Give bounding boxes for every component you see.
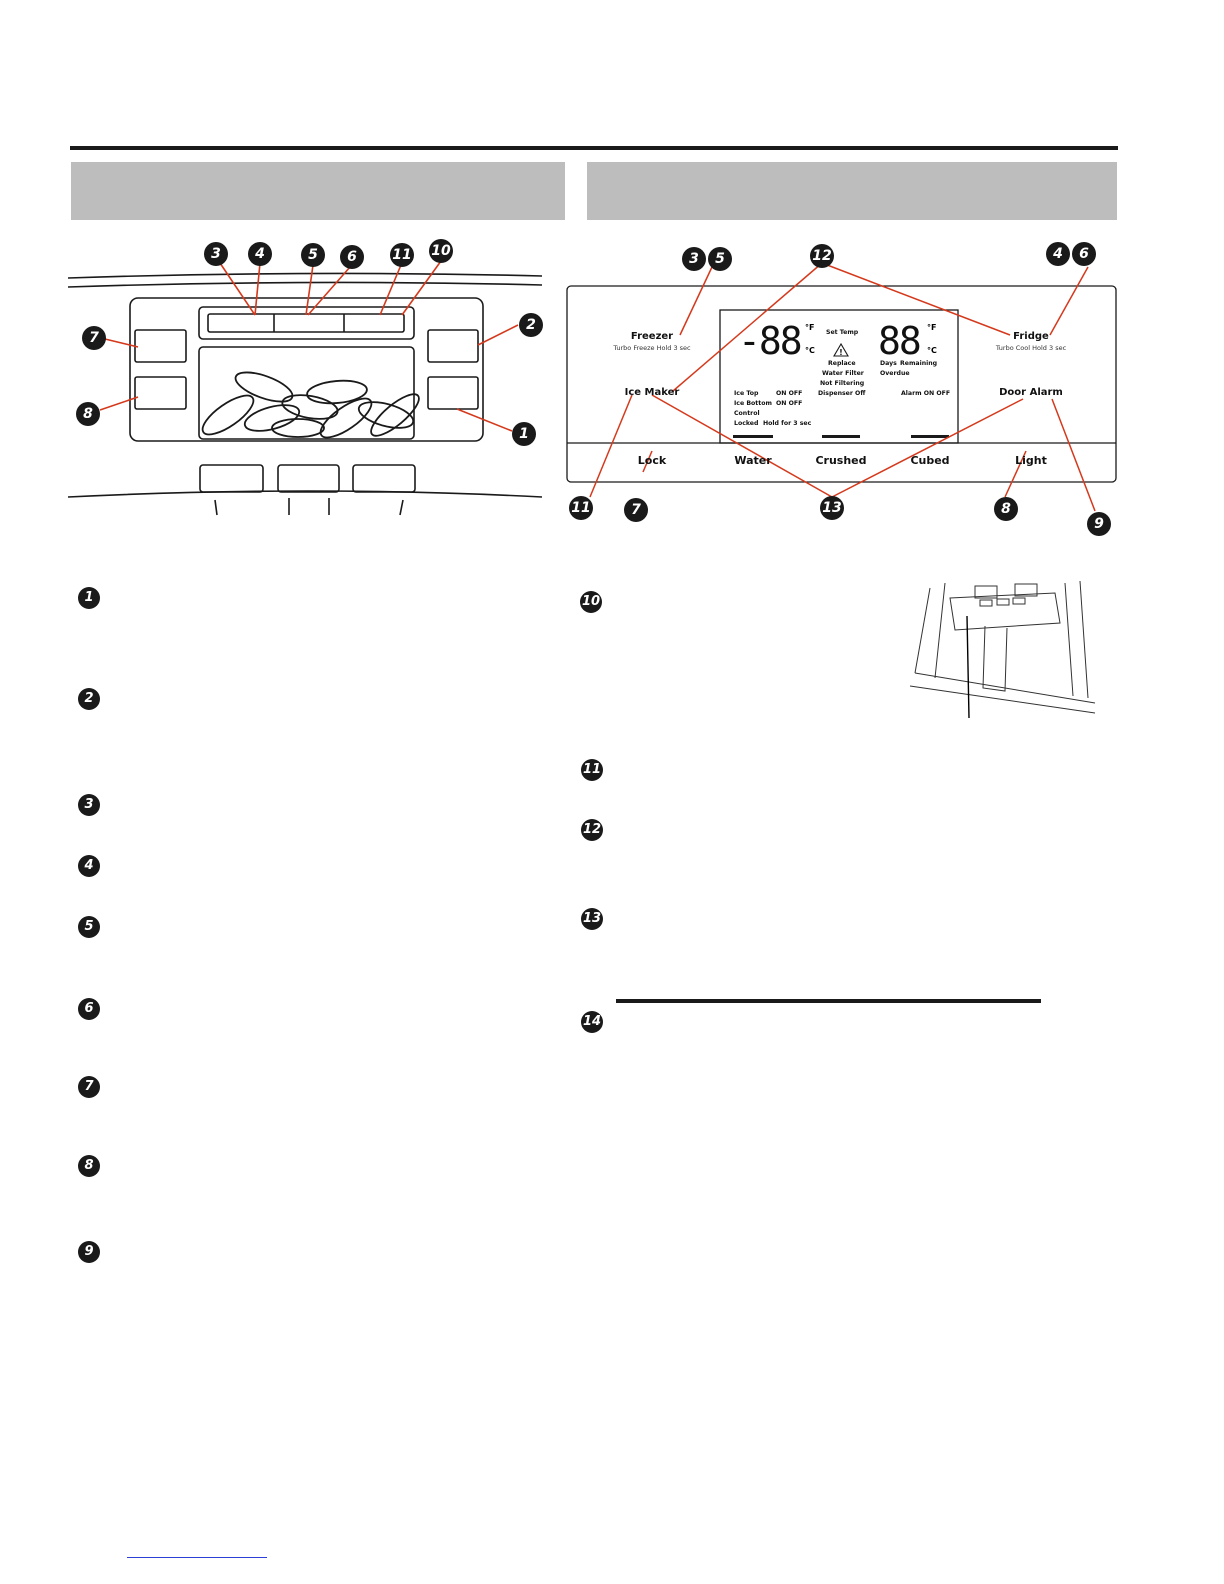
- freezer-unit-f: °F: [805, 323, 815, 332]
- list-item-badge: 1: [78, 587, 100, 609]
- callout-badge: 2: [519, 313, 543, 337]
- callout-badge: 5: [301, 243, 325, 267]
- filter-drawing: [909, 580, 1096, 719]
- callout-badge: 11: [390, 243, 414, 267]
- fridge-sub-label: Turbo Cool Hold 3 sec: [995, 344, 1067, 352]
- callout-badge: 4: [1046, 242, 1070, 266]
- list-item-badge: 14: [581, 1011, 603, 1033]
- list-item-badge: 11: [581, 759, 603, 781]
- control-panel-drawing: !: [566, 262, 1117, 512]
- remaining-text: Remaining: [900, 360, 938, 367]
- left-control-illustration: [60, 235, 560, 525]
- callout-badge: 12: [810, 244, 834, 268]
- callout-badge: 13: [820, 496, 844, 520]
- callout-badge: 10: [429, 239, 453, 263]
- set-temp-text: Set Temp: [826, 329, 859, 336]
- callout-badge: 7: [624, 498, 648, 522]
- callout-badge: 8: [994, 497, 1018, 521]
- callout-badge: 9: [1087, 512, 1111, 536]
- section-header-left: [71, 162, 565, 220]
- dispenser-off-text: Dispenser Off: [818, 390, 866, 397]
- ice-top-text: Ice Top: [734, 390, 759, 397]
- lock-button[interactable]: Lock: [637, 454, 667, 467]
- crushed-button[interactable]: Crushed: [815, 454, 867, 467]
- water-button[interactable]: Water: [734, 454, 772, 467]
- ice-maker-button[interactable]: Ice Maker: [624, 387, 680, 398]
- freezer-temp-display: -88: [738, 319, 803, 363]
- list-item-badge: 2: [78, 688, 100, 710]
- right-control-illustration: !: [560, 235, 1124, 540]
- locked-text: Locked: [734, 420, 759, 427]
- svg-text:!: !: [839, 348, 843, 357]
- freezer-sub-label: Turbo Freeze Hold 3 sec: [613, 344, 691, 352]
- water-filter-text: Water Filter: [822, 370, 864, 377]
- list-item-badge: 3: [78, 794, 100, 816]
- callout-badge: 4: [248, 242, 272, 266]
- control-text: Control: [734, 410, 760, 417]
- door-alarm-button[interactable]: Door Alarm: [999, 387, 1063, 398]
- ice-bottom-text: Ice Bottom: [734, 400, 772, 407]
- hold-text: Hold for 3 sec: [763, 420, 812, 427]
- ice-bottom-state: ON OFF: [776, 400, 803, 407]
- overdue-text: Overdue: [880, 370, 910, 377]
- callout-badge: 11: [569, 496, 593, 520]
- fridge-label[interactable]: Fridge: [1013, 331, 1049, 342]
- cubed-button[interactable]: Cubed: [910, 454, 950, 467]
- callout-badge: 1: [512, 422, 536, 446]
- callout-badge: 7: [82, 326, 106, 350]
- fridge-unit-c: °C: [927, 346, 937, 355]
- list-item-badge: 5: [78, 916, 100, 938]
- list-item-badge: 7: [78, 1076, 100, 1098]
- section-header-right: [587, 162, 1117, 220]
- filter-location-illustration: [905, 578, 1105, 719]
- dispenser-drawing: [67, 260, 543, 516]
- callout-badge: 6: [1072, 242, 1096, 266]
- list-item-badge: 13: [581, 908, 603, 930]
- list-item-badge: 6: [78, 998, 100, 1020]
- fridge-unit-f: °F: [927, 323, 937, 332]
- list-item-badge: 10: [580, 591, 602, 613]
- footer-link-underline[interactable]: [127, 1557, 267, 1558]
- light-button[interactable]: Light: [1015, 454, 1047, 467]
- list-item-badge: 12: [581, 819, 603, 841]
- list-item-badge: 4: [78, 855, 100, 877]
- callout-badge: 5: [708, 247, 732, 271]
- fridge-temp-display: 88: [878, 319, 922, 363]
- replace-text: Replace: [828, 360, 856, 367]
- callout-badge: 3: [204, 242, 228, 266]
- callout-badge: 8: [76, 402, 100, 426]
- alarm-text: Alarm ON OFF: [901, 390, 951, 397]
- section-rule: [616, 999, 1041, 1003]
- list-item-badge: 8: [78, 1155, 100, 1177]
- freezer-unit-c: °C: [805, 346, 815, 355]
- list-item-badge: 9: [78, 1241, 100, 1263]
- callout-badge: 6: [340, 245, 364, 269]
- ice-top-state: ON OFF: [776, 390, 803, 397]
- days-text: Days: [880, 360, 897, 367]
- header-rule: [70, 146, 1118, 150]
- not-filtering-text: Not Filtering: [820, 380, 865, 387]
- callout-badge: 3: [682, 247, 706, 271]
- freezer-label[interactable]: Freezer: [630, 331, 674, 342]
